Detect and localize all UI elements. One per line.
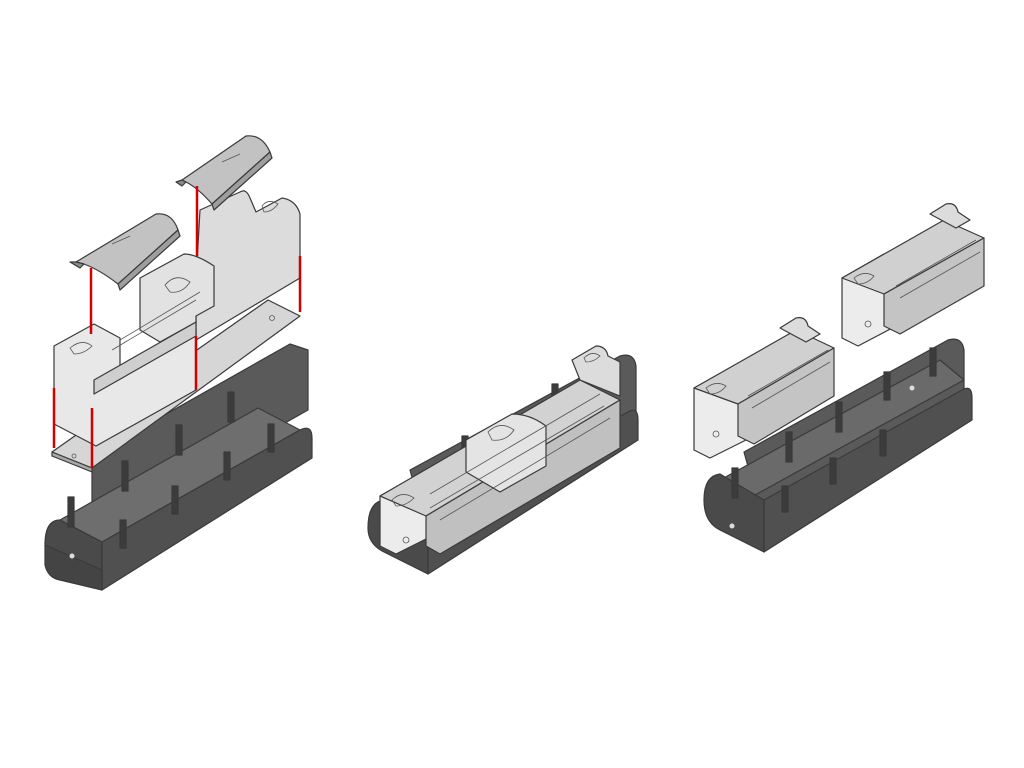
assembly-guides xyxy=(52,186,302,468)
tray-tab xyxy=(121,460,129,492)
module-end-cap-slot xyxy=(583,353,601,363)
tray-hole xyxy=(909,385,915,391)
module-hole xyxy=(402,536,410,544)
plate-hole xyxy=(71,453,77,459)
tray-side-wall xyxy=(101,427,313,591)
base-tray xyxy=(44,343,313,591)
tray-hole xyxy=(69,553,75,559)
tray-tab xyxy=(227,391,235,423)
channel-middle-connector xyxy=(139,253,215,343)
module-end-tab xyxy=(779,317,821,343)
module-lower xyxy=(693,317,835,459)
tray-tab xyxy=(835,401,843,433)
tray-tab xyxy=(67,496,75,528)
tray-tab xyxy=(175,424,183,456)
module-side xyxy=(737,347,835,445)
tray-left-end xyxy=(44,544,103,591)
tray-tab xyxy=(829,457,837,485)
channel-slot xyxy=(164,277,191,293)
lid-left-side xyxy=(117,229,181,291)
plate-edge xyxy=(51,451,93,473)
tray-side-wall xyxy=(763,387,973,553)
channel-end-slot xyxy=(69,342,93,355)
lid-right-side xyxy=(211,151,273,211)
tray-tab xyxy=(731,467,739,499)
lid-left xyxy=(69,213,181,291)
module-connector xyxy=(465,413,547,493)
module-rail xyxy=(429,393,611,521)
module-rail xyxy=(895,239,981,299)
connector-slot xyxy=(487,425,515,441)
assembled-view xyxy=(367,345,639,575)
lid-left-lip xyxy=(69,261,85,269)
module-side xyxy=(883,237,985,335)
module-end-tab xyxy=(929,203,971,229)
partial-view xyxy=(693,203,985,553)
module-rail xyxy=(747,349,831,409)
module-hole xyxy=(712,430,720,438)
tray-tab xyxy=(171,485,179,515)
module-end-slot xyxy=(391,494,415,507)
tray-tab xyxy=(223,451,231,481)
tray-tab xyxy=(879,429,887,457)
tray-tab xyxy=(267,423,275,453)
tray-tab xyxy=(785,431,793,463)
channel-back-wall xyxy=(195,190,301,341)
tray-tab xyxy=(929,347,937,377)
channel-end-slot-right xyxy=(261,201,279,213)
module-slot xyxy=(853,273,875,285)
plate-hole xyxy=(269,315,275,321)
module-hole xyxy=(864,320,872,328)
module-upper xyxy=(841,203,985,347)
partial-tray xyxy=(703,338,973,553)
tray-tab xyxy=(781,485,789,513)
tray-tab xyxy=(119,519,127,549)
exploded-view xyxy=(44,135,313,591)
tray-hole xyxy=(729,523,735,529)
lid-right xyxy=(175,135,273,211)
tray-tab xyxy=(883,371,891,401)
module-slot xyxy=(705,383,727,395)
lid-right-lip xyxy=(175,179,187,187)
channel-inner-rail xyxy=(111,291,201,351)
channel-module xyxy=(53,190,301,447)
assembled-modules xyxy=(379,345,621,555)
